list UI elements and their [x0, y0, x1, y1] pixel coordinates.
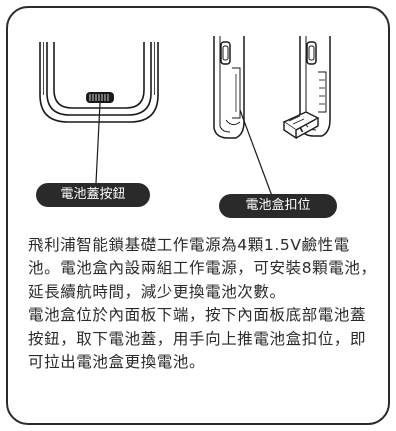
- lock-side-view-1: [213, 36, 245, 139]
- lock-illustration: [39, 36, 331, 197]
- description-paragraph-2: 電池盒位於內面板下端，按下內面板底部電池蓋按鈕，取下電池蓋，用手向上推電池盒扣位…: [28, 306, 367, 372]
- inner-panel-front: [39, 42, 159, 123]
- cover-button-icon: [86, 92, 114, 103]
- cover-button-leader-line: [95, 102, 101, 184]
- description-text: 飛利浦智能鎖基礎工作電源為4顆1.5V鹼性電池。電池盒內設兩組工作電源，可安裝8…: [28, 234, 378, 374]
- battery-box-leader-line: [239, 109, 273, 197]
- description-paragraph-1: 飛利浦智能鎖基礎工作電源為4顆1.5V鹼性電池。電池盒內設兩組工作電源，可安裝8…: [28, 236, 377, 301]
- battery-box-drawer: [282, 111, 320, 140]
- battery-box-slot-label: 電池盒扣位: [219, 194, 337, 218]
- battery-cover-button-label: 電池蓋按鈕: [36, 183, 150, 207]
- info-card: [6, 6, 390, 425]
